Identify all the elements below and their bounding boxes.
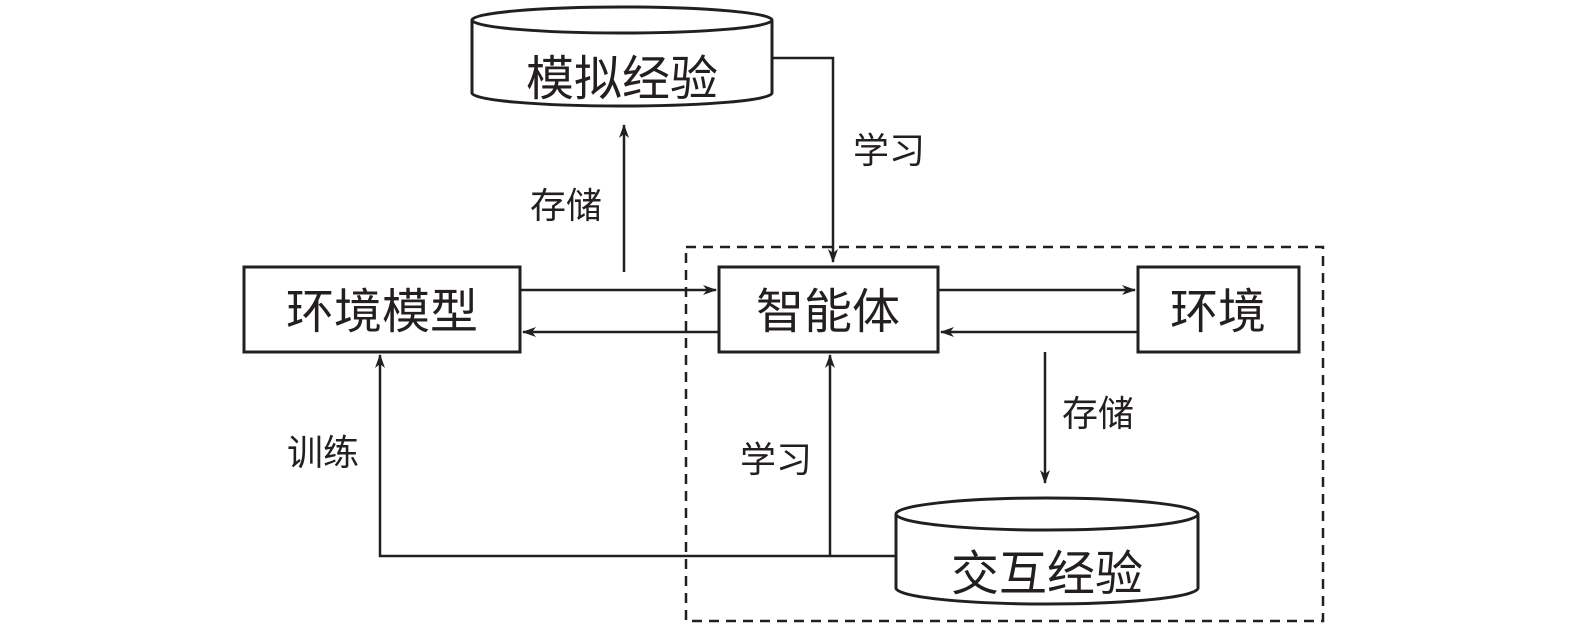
environment-model-label: 环境模型 bbox=[286, 284, 478, 340]
simulated-experience-db: 模拟经验 bbox=[470, 5, 774, 108]
learn-simulated-label: 学习 bbox=[853, 131, 925, 172]
interaction-experience-label: 交互经验 bbox=[951, 546, 1143, 602]
environment-label: 环境 bbox=[1170, 284, 1266, 340]
store-interaction-label: 存储 bbox=[1062, 394, 1134, 435]
arrow-interaction-to-model bbox=[375, 354, 896, 558]
environment-box: 环境 bbox=[1136, 265, 1301, 354]
arrow-simulated-to-agent bbox=[772, 56, 838, 263]
dashed-boundary bbox=[684, 245, 1325, 623]
simulated-experience-label: 模拟经验 bbox=[526, 51, 718, 107]
interaction-experience-db: 交互经验 bbox=[894, 496, 1200, 606]
agent-box: 智能体 bbox=[717, 265, 940, 354]
train-label: 训练 bbox=[287, 433, 359, 474]
agent-label: 智能体 bbox=[756, 284, 900, 340]
learn-interaction-label: 学习 bbox=[740, 440, 812, 481]
store-simulated-label: 存储 bbox=[530, 186, 602, 227]
environment-model-box: 环境模型 bbox=[242, 265, 522, 354]
